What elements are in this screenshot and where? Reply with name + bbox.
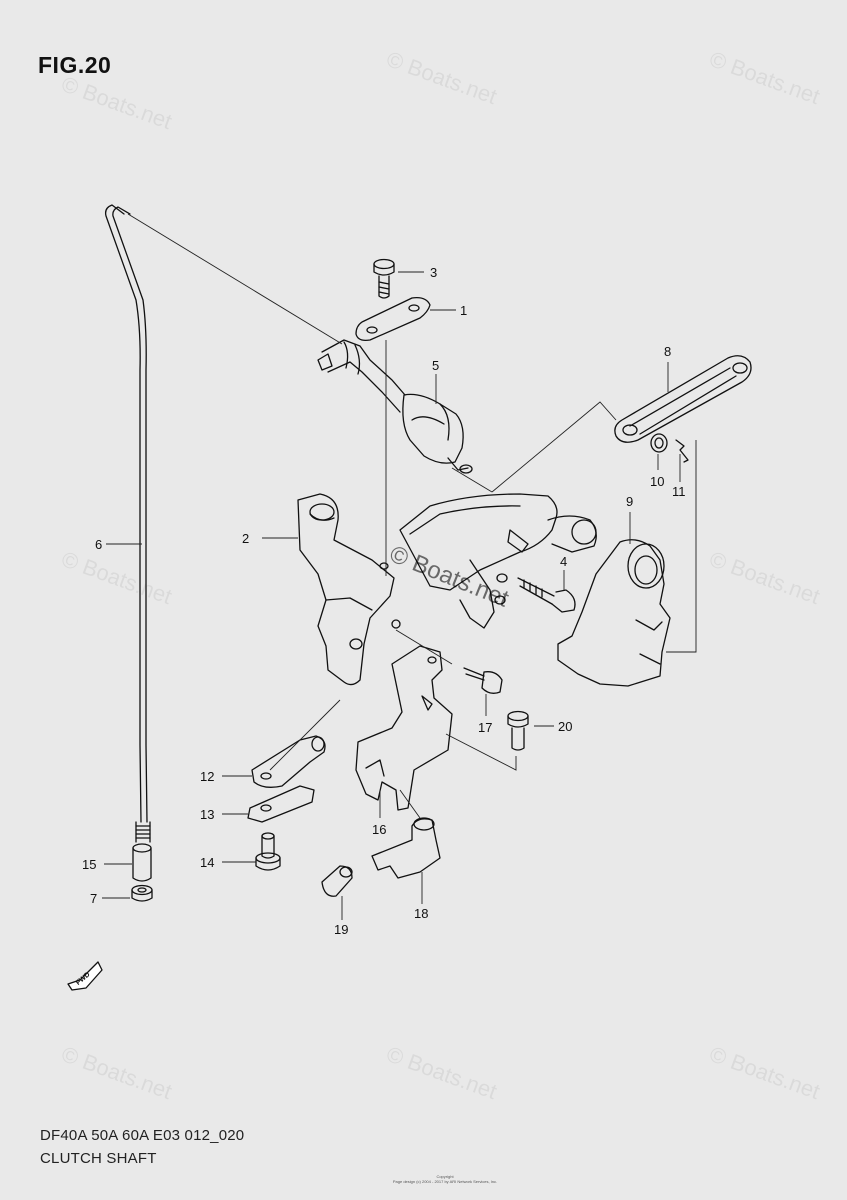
- callout-2: 2: [242, 531, 249, 546]
- callout-3: 3: [430, 265, 437, 280]
- callout-20: 20: [558, 719, 572, 734]
- callout-5: 5: [432, 358, 439, 373]
- copyright-line-1: Copyright: [436, 1174, 454, 1179]
- watermark-text: © Boats.net: [58, 71, 175, 134]
- watermark-text: © Boats.net: [58, 546, 175, 609]
- callout-14: 14: [200, 855, 214, 870]
- callout-18: 18: [414, 906, 428, 921]
- nut-part-7: [131, 884, 153, 902]
- plate-part-13: [247, 785, 315, 823]
- clutch-rod-part-6: [104, 204, 151, 843]
- stopper-part-18: [371, 817, 441, 879]
- rod-joint-part-15: [132, 843, 152, 882]
- watermark-text: © Boats.net: [706, 1041, 823, 1104]
- callout-7: 7: [90, 891, 97, 906]
- callout-10: 10: [650, 474, 664, 489]
- part-group-caption: CLUTCH SHAFT: [40, 1150, 157, 1167]
- washer-part-10: [650, 433, 668, 453]
- bolt-part-17: [463, 667, 503, 694]
- watermark-text: © Boats.net: [383, 1041, 500, 1104]
- callout-13: 13: [200, 807, 214, 822]
- bolt-part-4: [517, 577, 576, 613]
- bolt-part-3: [373, 258, 395, 299]
- callout-4: 4: [560, 554, 567, 569]
- clip-pin-part-11: [675, 439, 689, 463]
- model-code-caption: DF40A 50A 60A E03 012_020: [40, 1127, 245, 1144]
- clutch-lever-bracket: [399, 493, 597, 629]
- collar-part-19: [321, 865, 353, 897]
- fwd-direction-marker: [67, 961, 103, 991]
- callout-19: 19: [334, 922, 348, 937]
- bolt-part-20: [507, 710, 529, 751]
- figure-title: FIG.20: [38, 52, 112, 78]
- copyright-notice: Copyright Page design (c) 2004 - 2017 by…: [340, 1174, 550, 1184]
- callout-16: 16: [372, 822, 386, 837]
- shift-shaft-part-5: [317, 339, 473, 474]
- assembly-reference-lines: [127, 213, 697, 819]
- callout-leader-lines: [102, 271, 681, 920]
- callout-8: 8: [664, 344, 671, 359]
- callout-9: 9: [626, 494, 633, 509]
- cover-plate-part-9: [557, 539, 671, 687]
- callout-6: 6: [95, 537, 102, 552]
- watermark-text: © Boats.net: [383, 46, 500, 109]
- watermark-text: © Boats.net: [706, 546, 823, 609]
- callout-1: 1: [460, 303, 467, 318]
- callout-numbers: 3 1 5 8 9 4 6 2 10 11 12 13 14 15 7 16 1…: [82, 265, 686, 937]
- bracket-plate-part-16: [355, 645, 453, 811]
- plate-part-1: [355, 297, 431, 342]
- bolt-part-14: [255, 832, 281, 871]
- callout-12: 12: [200, 769, 214, 784]
- copyright-line-2: Page design (c) 2004 - 2017 by ARI Netwo…: [392, 1179, 498, 1184]
- shift-lever-part-2: [297, 493, 401, 686]
- callout-17: 17: [478, 720, 492, 735]
- detent-lever-part-12: [251, 735, 326, 788]
- link-arm-part-8: [614, 355, 752, 443]
- watermark-text: © Boats.net: [706, 46, 823, 109]
- watermark-text: © Boats.net: [58, 1041, 175, 1104]
- center-watermark: © Boats.net: [386, 541, 513, 613]
- callout-15: 15: [82, 857, 96, 872]
- callout-11: 11: [672, 484, 686, 499]
